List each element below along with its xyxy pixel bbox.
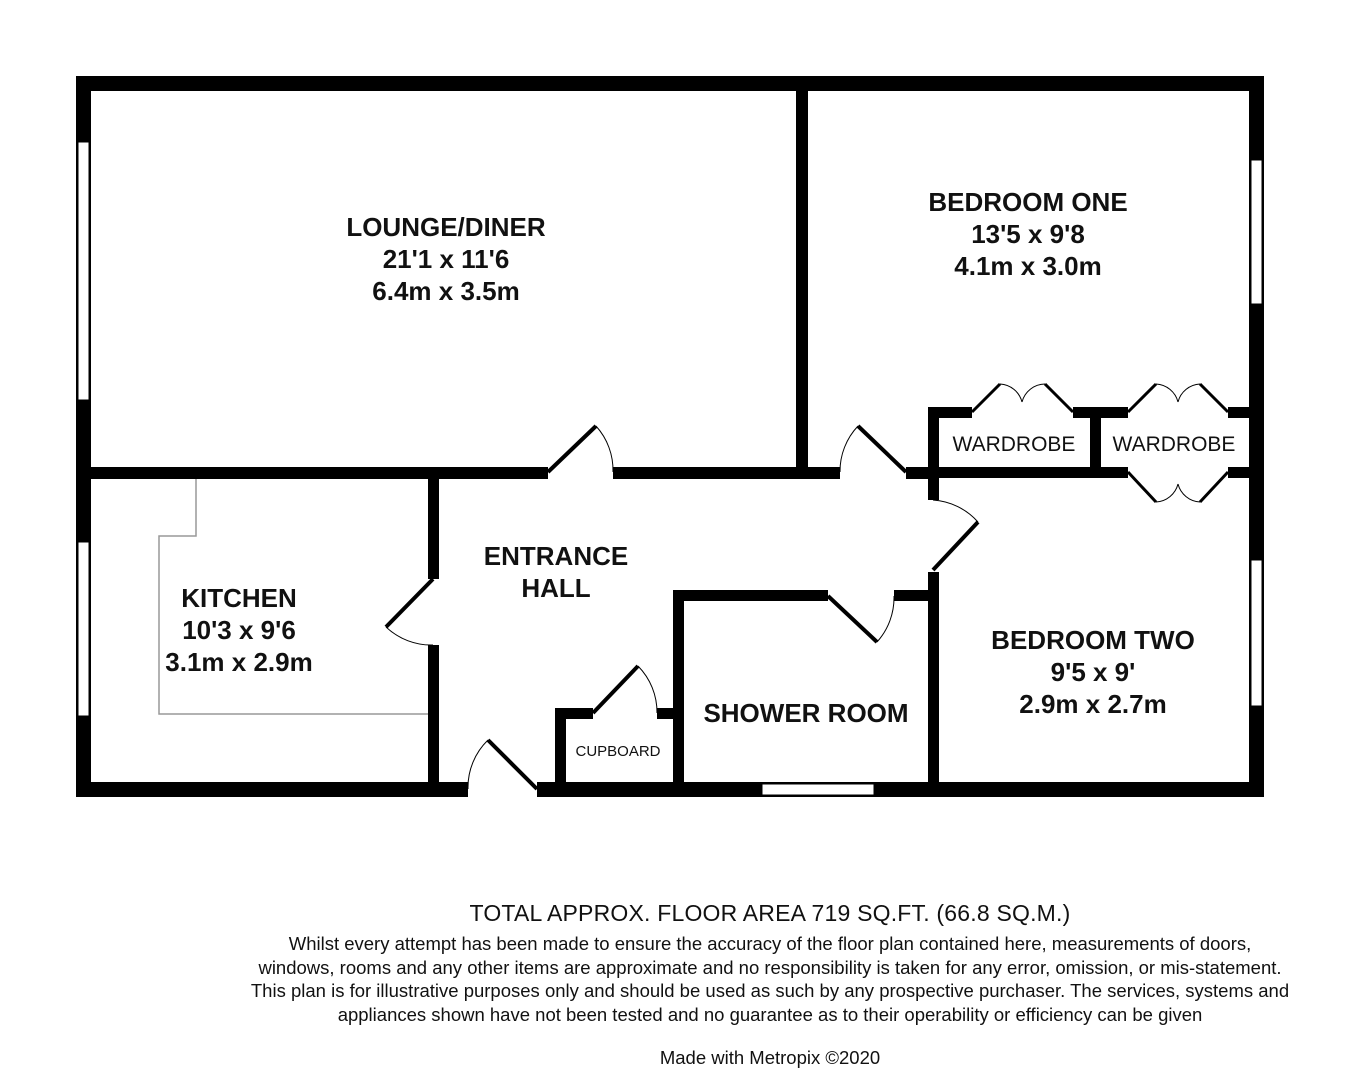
wardrobe-1-label: WARDROBE <box>953 433 1076 456</box>
label-bedroom-one: BEDROOM ONE 13'5 x 9'8 4.1m x 3.0m <box>928 187 1127 281</box>
window-bedroom-one <box>1250 159 1263 305</box>
credit-text: Made with Metropix ©2020 <box>659 1047 881 1068</box>
wall-wardrobe-top-a <box>928 407 972 418</box>
kitchen-worktop <box>158 479 428 715</box>
doors <box>384 382 1230 791</box>
label-kitchen: KITCHEN 10'3 x 9'6 3.1m x 2.9m <box>165 583 312 677</box>
door-cupboard <box>591 664 658 715</box>
window-shower <box>761 783 875 796</box>
windows <box>77 141 1263 796</box>
floor-plan: LOUNGE/DINER 21'1 x 11'6 6.4m x 3.5m BED… <box>76 76 1264 797</box>
bedroom-one-imperial: 13'5 x 9'8 <box>971 219 1085 249</box>
entrance-hall-line2: HALL <box>521 573 590 603</box>
wall-wardrobe-bottom-a <box>928 467 1128 478</box>
window-lounge <box>77 141 90 401</box>
door-wardrobe-1 <box>970 382 1075 414</box>
wall-shower-left <box>673 590 684 785</box>
door-wardrobe-2-bottom <box>1126 470 1230 504</box>
wall-shower-top-a <box>673 590 828 601</box>
wall-lounge-kitchen <box>90 467 548 479</box>
wall-lounge-bedroom <box>796 90 808 474</box>
door-bedroom-one <box>839 424 908 474</box>
wardrobe-2-label: WARDROBE <box>1113 433 1236 456</box>
bedroom-two-metric: 2.9m x 2.7m <box>1019 689 1166 719</box>
label-bedroom-two: BEDROOM TWO 9'5 x 9' 2.9m x 2.7m <box>991 625 1195 719</box>
cupboard-label: CUPBOARD <box>575 743 660 760</box>
outer-wall-bottom-left <box>76 782 468 797</box>
door-entrance <box>467 738 539 791</box>
kitchen-imperial: 10'3 x 9'6 <box>182 615 296 645</box>
wall-lounge-hall <box>613 467 840 479</box>
wall-wardrobe-bottom-b <box>1228 467 1250 478</box>
shower-room-name: SHOWER ROOM <box>703 698 908 728</box>
wall-cupboard-top-b <box>657 708 677 719</box>
wall-wardrobe-divider <box>1090 407 1101 478</box>
outer-wall-top <box>76 76 1264 91</box>
total-floor-area: TOTAL APPROX. FLOOR AREA 719 SQ.FT. (66.… <box>469 900 1071 926</box>
door-bedroom-two <box>931 499 980 572</box>
door-lounge <box>546 424 614 474</box>
wall-hall-bed2 <box>928 572 939 785</box>
door-shower <box>826 594 895 644</box>
bedroom-one-name: BEDROOM ONE <box>928 187 1127 217</box>
wall-cupboard-left <box>555 708 566 785</box>
window-kitchen <box>77 541 90 717</box>
door-kitchen <box>384 577 435 646</box>
door-wardrobe-2-top <box>1126 382 1230 414</box>
wall-wardrobe-left <box>928 407 939 500</box>
lounge-name: LOUNGE/DINER <box>346 212 546 242</box>
disclaimer-text: Whilst every attempt has been made to en… <box>250 933 1290 1025</box>
wall-kitchen-hall-upper <box>428 477 439 579</box>
label-entrance-hall: ENTRANCE HALL <box>484 541 628 603</box>
interior-walls <box>90 90 1250 785</box>
wall-kitchen-hall-lower <box>428 645 439 785</box>
kitchen-metric: 3.1m x 2.9m <box>165 647 312 677</box>
wall-cupboard-top <box>555 708 593 719</box>
bedroom-two-imperial: 9'5 x 9' <box>1051 657 1136 687</box>
wall-wardrobe-top-c <box>1228 407 1250 418</box>
lounge-metric: 6.4m x 3.5m <box>372 276 519 306</box>
lounge-imperial: 21'1 x 11'6 <box>383 244 510 274</box>
entrance-hall-line1: ENTRANCE <box>484 541 628 571</box>
bedroom-one-metric: 4.1m x 3.0m <box>954 251 1101 281</box>
kitchen-name: KITCHEN <box>181 583 297 613</box>
bedroom-two-name: BEDROOM TWO <box>991 625 1195 655</box>
outer-wall-bottom-right <box>537 782 1264 797</box>
window-bedroom-two <box>1250 559 1263 707</box>
label-lounge: LOUNGE/DINER 21'1 x 11'6 6.4m x 3.5m <box>346 212 546 306</box>
wall-shower-top-b <box>894 590 938 601</box>
